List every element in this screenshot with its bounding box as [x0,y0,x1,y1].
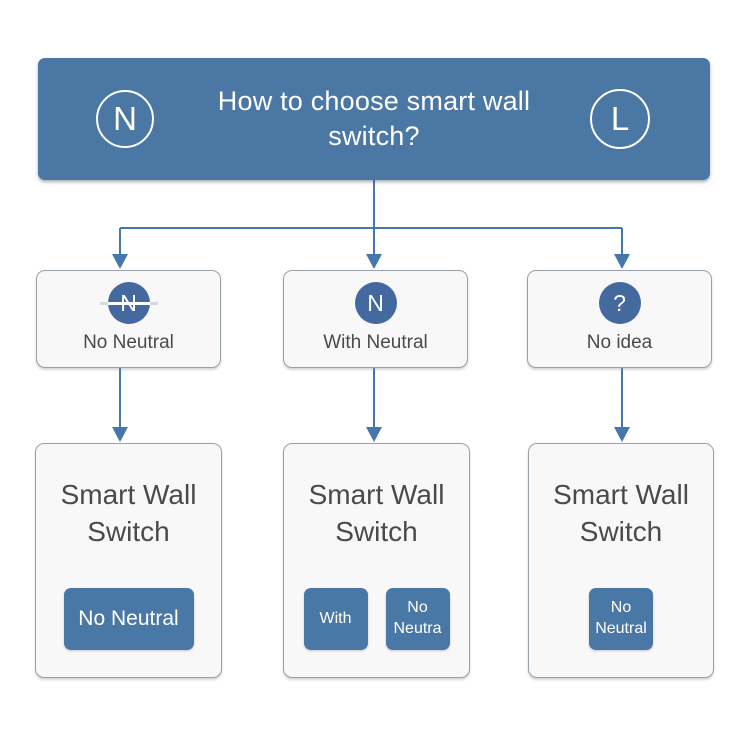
with-neutral-icon: N [354,282,397,324]
result-box-no-neutral: Smart Wall Switch No Neutral [35,443,222,678]
arrowhead-icon [614,427,630,442]
page-title: How to choose smart wall switch? [217,86,531,151]
condition-box-no-neutral: N No Neutral [36,270,221,368]
icon-wrap: N [99,282,158,324]
no-neutral-button[interactable]: No Neutral [63,588,194,650]
live-wire-badge-icon: L [590,89,650,149]
button-row: With No Neutra [284,588,469,650]
strikethrough-line [99,302,158,305]
button-row: No Neutral [36,588,221,650]
arrowhead-icon [614,254,630,269]
result-box-no-idea: Smart Wall Switch No Neutral [528,443,714,678]
no-neutral-button[interactable]: No Neutral [589,588,653,650]
arrowhead-icon [366,427,382,442]
arrowhead-icon [112,427,128,442]
question-icon: ? [598,282,641,324]
no-neutral-button[interactable]: No Neutra [385,588,450,650]
result-title: Smart Wall Switch [60,479,197,548]
result-box-with-neutral: Smart Wall Switch With No Neutra [283,443,470,678]
neutral-wire-badge-icon: N [96,90,154,148]
icon-wrap: N [347,282,405,324]
result-title: Smart Wall Switch [308,479,445,548]
icon-wrap: ? [591,282,649,324]
with-button[interactable]: With [303,588,368,650]
condition-box-with-neutral: N With Neutral [283,270,468,368]
condition-label: No Neutral [83,332,174,353]
result-title: Smart Wall Switch [553,479,689,548]
arrowhead-icon [112,254,128,269]
condition-label: No idea [586,332,653,353]
title-banner: N How to choose smart wall switch? L [38,58,710,180]
arrowhead-icon [366,254,382,269]
condition-box-no-idea: ? No idea [527,270,712,368]
button-row: No Neutral [529,588,713,650]
condition-label: With Neutral [323,332,428,353]
